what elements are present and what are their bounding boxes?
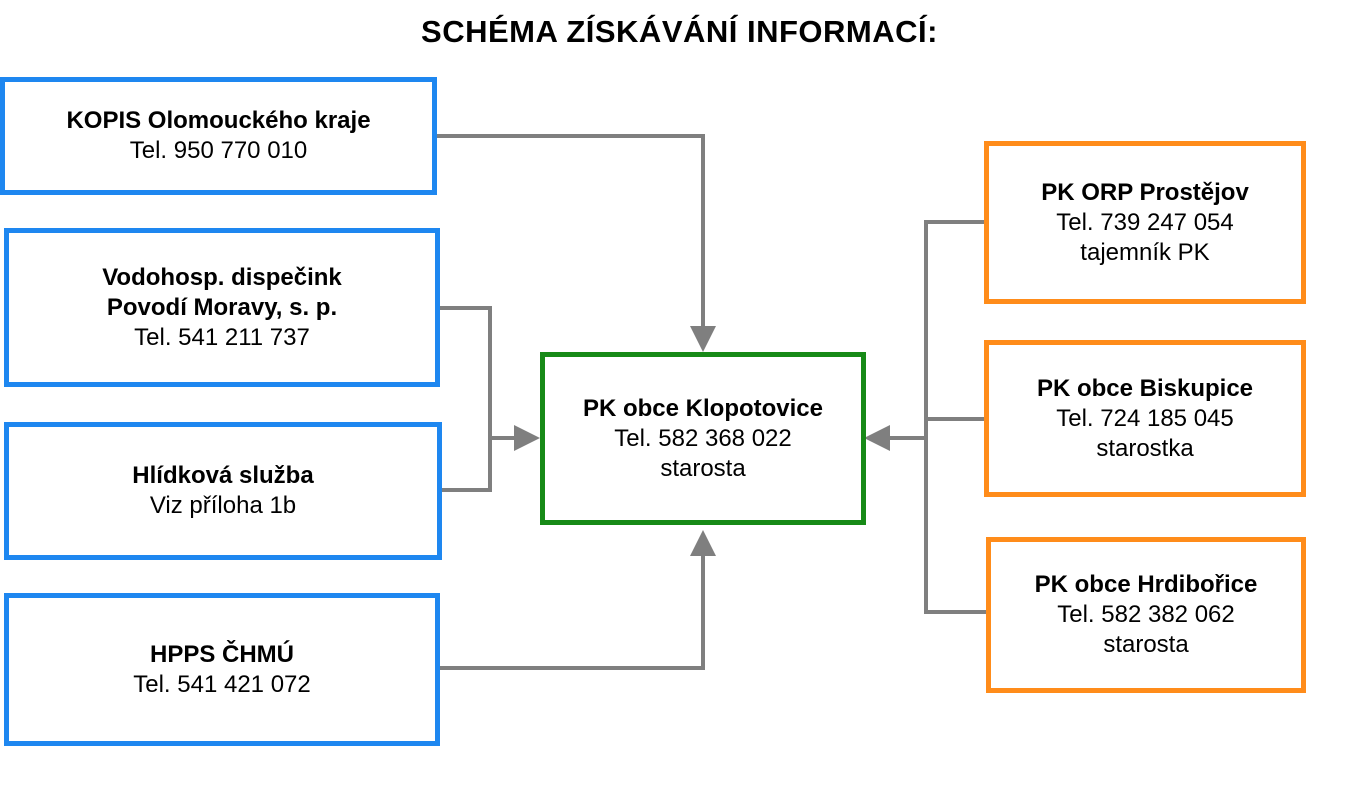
arrow-head-right — [864, 425, 890, 451]
arrow-head-left — [514, 425, 540, 451]
box-vodohosp-name2: Povodí Moravy, s. p. — [106, 293, 338, 321]
box-biskupice-tel: Tel. 724 185 045 — [1056, 404, 1234, 432]
box-biskupice: PK obce Biskupice Tel. 724 185 045 staro… — [984, 340, 1306, 497]
connector-vodohosp — [440, 306, 492, 492]
box-hrdiborice: PK obce Hrdibořice Tel. 582 382 062 star… — [986, 537, 1306, 693]
diagram-title: SCHÉMA ZÍSKÁVÁNÍ INFORMACÍ: — [421, 14, 938, 49]
box-prostejov-name: PK ORP Prostějov — [1041, 178, 1249, 206]
arrow-head-bottom — [690, 530, 716, 556]
box-center-tel: Tel. 582 368 022 — [614, 424, 792, 452]
box-center-role: starosta — [660, 454, 746, 482]
box-prostejov: PK ORP Prostějov Tel. 739 247 054 tajemn… — [984, 141, 1306, 304]
box-kopis-tel: Tel. 950 770 010 — [129, 137, 308, 164]
box-hlidkova-name: Hlídková služba — [132, 462, 314, 489]
box-hrdiborice-name: PK obce Hrdibořice — [1034, 571, 1258, 598]
box-hpps-name: HPPS ČHMÚ — [149, 640, 294, 668]
box-hrdiborice-role: starosta — [1103, 631, 1189, 658]
box-kopis-name: KOPIS Olomouckého kraje — [66, 107, 371, 134]
box-kopis: KOPIS Olomouckého kraje Tel. 950 770 010 — [0, 77, 437, 195]
box-biskupice-role: starostka — [1096, 434, 1194, 462]
box-hpps-tel: Tel. 541 421 072 — [133, 670, 311, 698]
connector-kopis — [437, 134, 705, 336]
box-vodohosp-name1: Vodohosp. dispečink — [102, 263, 342, 291]
box-hpps: HPPS ČHMÚ Tel. 541 421 072 — [4, 593, 440, 746]
box-vodohosp: Vodohosp. dispečink Povodí Moravy, s. p.… — [4, 228, 440, 387]
box-center-klopotovice: PK obce Klopotovice Tel. 582 368 022 sta… — [540, 352, 866, 525]
box-prostejov-role: tajemník PK — [1080, 238, 1210, 266]
box-hrdiborice-tel: Tel. 582 382 062 — [1057, 601, 1235, 628]
box-hlidkova: Hlídková služba Viz příloha 1b — [4, 422, 442, 560]
box-vodohosp-tel: Tel. 541 211 737 — [134, 323, 310, 351]
box-prostejov-tel: Tel. 739 247 054 — [1056, 208, 1234, 236]
box-biskupice-name: PK obce Biskupice — [1036, 374, 1254, 402]
box-hlidkova-tel: Viz příloha 1b — [149, 492, 297, 519]
connector-hpps — [440, 548, 705, 670]
arrow-head-top — [690, 326, 716, 352]
box-center-name: PK obce Klopotovice — [582, 394, 824, 422]
